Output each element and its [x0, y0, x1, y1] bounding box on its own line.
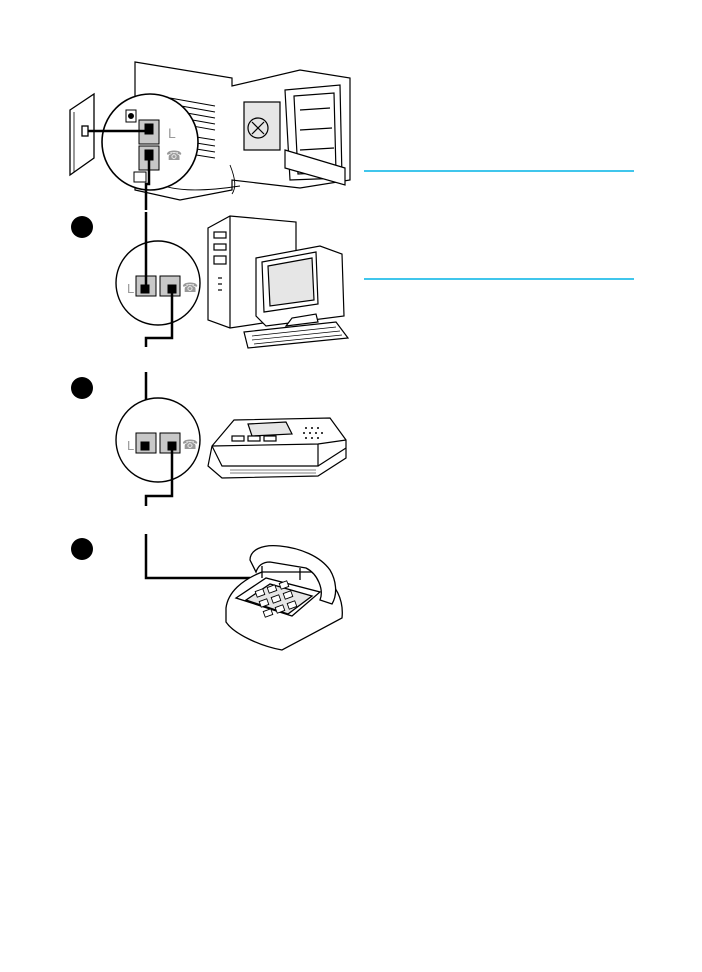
answering-machine	[207, 417, 347, 479]
wall-phone-jack	[69, 92, 95, 177]
product-fax-ports: L ☎	[101, 93, 199, 191]
telephone	[225, 544, 343, 651]
answering-machine-ports-magnifier: L ☎	[115, 397, 201, 483]
phone-cord	[144, 534, 250, 580]
computer-modem	[207, 215, 350, 349]
modem-ports-magnifier: L ☎	[115, 240, 201, 326]
phone-port-label: ☎	[182, 281, 198, 296]
phone-port-label: ☎	[166, 149, 182, 164]
phone-cord	[144, 289, 174, 347]
step-marker	[71, 377, 93, 399]
step-marker	[71, 538, 93, 560]
phone-cord	[144, 160, 151, 210]
phone-port-label: ☎	[182, 438, 198, 453]
product-rear-panel	[134, 61, 351, 201]
line-port-label: L	[168, 125, 176, 141]
phone-cord	[144, 446, 174, 506]
line-port-label: L	[127, 281, 134, 296]
step-marker	[71, 216, 93, 238]
line-port-label: L	[127, 438, 134, 453]
